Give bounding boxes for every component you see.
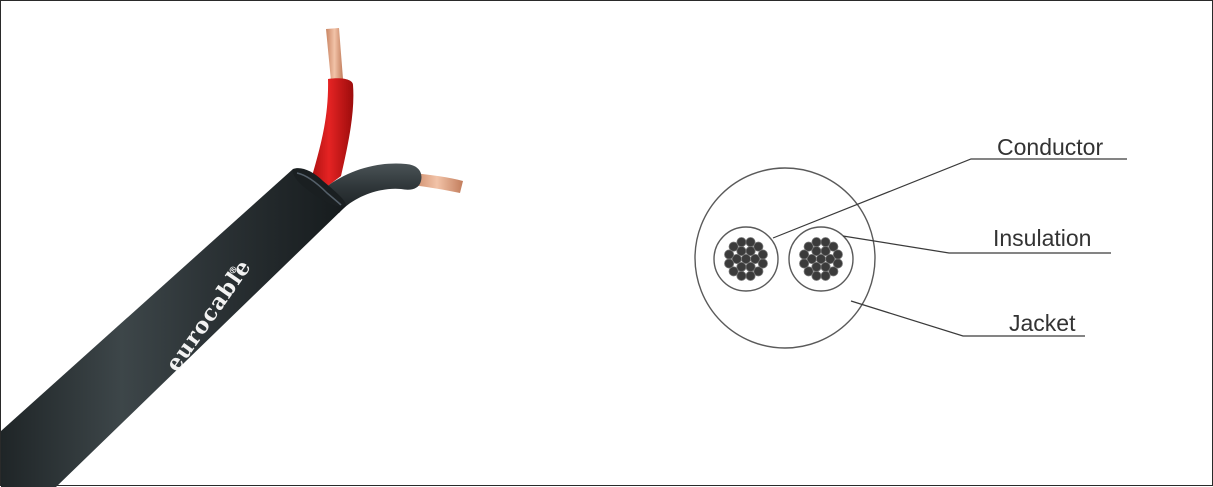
cable-jacket-icon	[1, 169, 346, 487]
callout-jacket: Jacket	[851, 301, 1085, 336]
conductor-strand	[758, 250, 767, 259]
conductor-strand	[737, 238, 746, 247]
label-jacket: Jacket	[1009, 310, 1076, 336]
conductor-strand	[812, 238, 821, 247]
callout-insulation: Insulation	[843, 225, 1111, 253]
conductor-strand	[746, 271, 755, 280]
red-wire-insulation-icon	[309, 78, 353, 191]
conductor-strands-right	[800, 238, 843, 281]
conductor-strand	[800, 259, 809, 268]
label-conductor: Conductor	[997, 134, 1103, 160]
conductor-strand	[833, 250, 842, 259]
conductor-strands-left	[725, 238, 768, 281]
cross-section	[695, 168, 875, 348]
red-wire-copper-icon	[326, 28, 343, 81]
conductor-strand	[725, 259, 734, 268]
cable-photo: eurocable ®	[1, 28, 463, 487]
conductor-strand	[821, 271, 830, 280]
label-insulation: Insulation	[993, 225, 1091, 251]
